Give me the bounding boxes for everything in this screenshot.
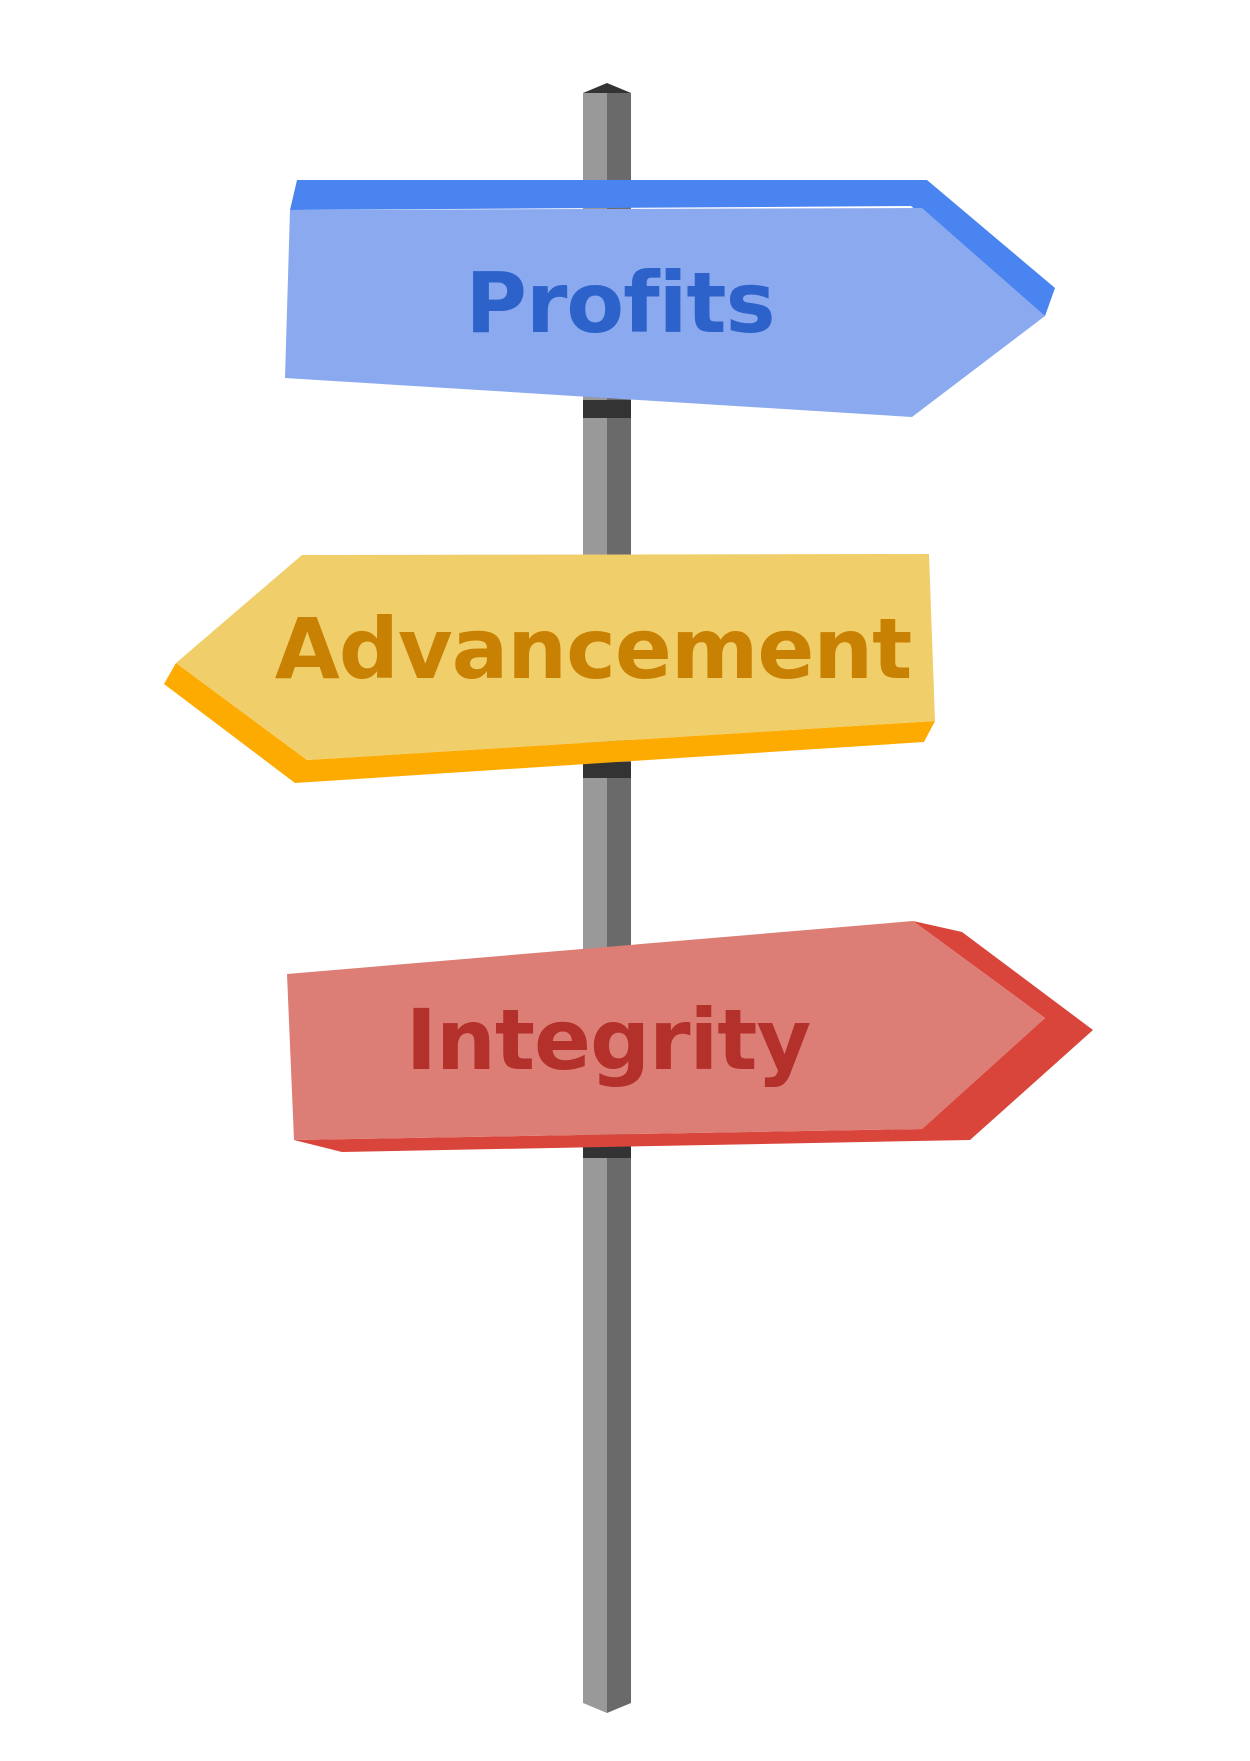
sign-advancement-face <box>176 554 935 760</box>
signpost-pole <box>583 83 631 1713</box>
sign-label-advancement: Advancement <box>275 600 912 698</box>
sign-advancement-edge <box>164 663 935 783</box>
sign-profits: Profits <box>285 180 1055 417</box>
pole-bottom-tip <box>583 1703 607 1713</box>
sign-label-integrity: Integrity <box>406 991 811 1089</box>
sign-profits-edge <box>290 180 1055 316</box>
sign-integrity: Integrity <box>287 921 1093 1152</box>
sign-integrity-face <box>287 921 1045 1140</box>
pole-bottom-tip-dark <box>607 1703 631 1713</box>
sign-bracket <box>583 400 631 418</box>
sign-advancement: Advancement <box>164 554 935 783</box>
sign-profits-face <box>285 208 1045 417</box>
sign-bracket <box>583 762 631 778</box>
sign-label-profits: Profits <box>465 254 774 352</box>
